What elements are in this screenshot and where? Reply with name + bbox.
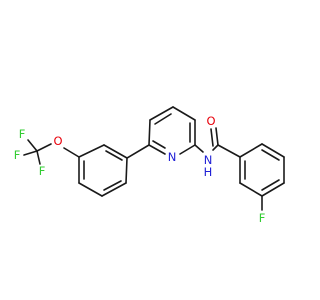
bond-ring-right: [261, 182, 285, 197]
bond-ring-pyridine: [179, 144, 196, 155]
bond-ring-left: [125, 157, 128, 184]
amide-linkage: [194, 127, 241, 158]
bond-c-nh: [194, 144, 204, 153]
bond-ring-right: [239, 182, 263, 197]
bond-c-f3: [36, 150, 41, 165]
atom-nitrogen-amide: N: [204, 153, 213, 167]
phenyl-ring-right: [239, 143, 285, 211]
bond-c-o-double: [210, 128, 214, 147]
atom-fluorine-para: F: [259, 211, 266, 225]
bond-ring-pyridine-double: [154, 113, 172, 125]
bond-c-o-double: [215, 127, 219, 146]
bond-ring-left: [78, 182, 103, 197]
bond-ring-right-double: [261, 149, 280, 161]
bond-o-aryl: [63, 147, 80, 158]
bond-ring-pyridine: [149, 106, 174, 121]
atom-oxygen-carbonyl: O: [206, 114, 215, 128]
bond-nh-co: [212, 144, 219, 151]
bond-ring-right-double: [261, 179, 280, 191]
bond-c-o: [36, 143, 52, 152]
bond-ring-left-double: [105, 150, 123, 161]
atom-oxygen-ether: O: [53, 134, 62, 148]
atom-hydrogen-amide: H: [204, 165, 213, 179]
atom-fluorine: F: [39, 164, 46, 178]
trifluoromethoxy-group: [23, 139, 80, 165]
bond-ring-pyridine: [148, 144, 166, 155]
pyridine-ring: [148, 106, 196, 155]
bond-aryl-pyridine: [126, 144, 150, 159]
bond-ring-pyridine-double: [152, 140, 166, 149]
bond-ring-left: [103, 144, 128, 159]
bond-ring-left: [101, 182, 127, 197]
bond-c-f2: [23, 150, 38, 156]
atom-fluorine: F: [14, 148, 21, 162]
molecule-structure: F F F O N N H O F: [14, 106, 285, 225]
phenyl-ring-left: [78, 144, 128, 197]
atom-fluorine: F: [19, 127, 26, 141]
bond-c-f1: [27, 139, 38, 152]
bond-ring-left-double: [103, 180, 122, 191]
bond-ring-right: [239, 143, 263, 158]
bond-ring-pyridine: [148, 119, 151, 146]
atom-nitrogen-pyridine: N: [168, 150, 177, 164]
bond-ring-right: [261, 143, 285, 158]
molecule-diagram: F F F O N N H O F: [14, 106, 285, 225]
bond-co-aryl: [217, 144, 241, 158]
bond-ring-pyridine: [172, 106, 196, 121]
bond-ring-left: [78, 144, 105, 158]
